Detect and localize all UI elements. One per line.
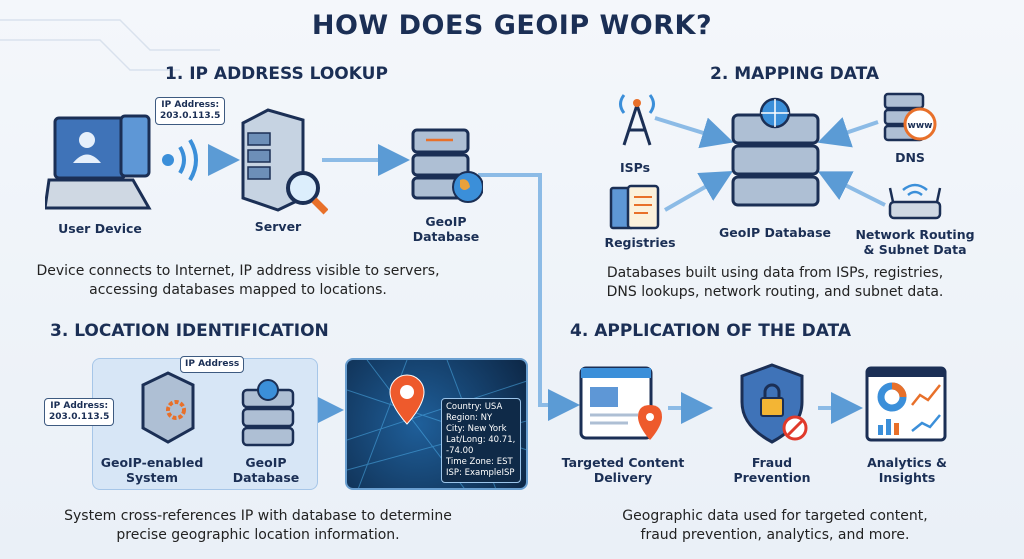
laptop-icon (45, 114, 152, 210)
location-pin-icon (389, 374, 425, 425)
section-2-heading: 2. MAPPING DATA (710, 64, 880, 84)
registries-label: Registries (604, 235, 676, 250)
targeted-content-icon (579, 366, 662, 440)
mapping-geoip-database-label: GeoIP Database (718, 225, 832, 240)
section-4-description: Geographic data used for targeted conten… (622, 508, 928, 543)
section-1-description: Device connects to Internet, IP address … (36, 263, 440, 298)
user-device-label: User Device (58, 221, 142, 236)
registries-document-icon (609, 184, 660, 230)
ip-bubble: IP Address:203.0.113.5 (155, 97, 226, 125)
isps-label: ISPs (619, 160, 651, 175)
central-geoip-database-icon (731, 97, 820, 207)
location-database-icon (241, 379, 295, 447)
ip-address-bubble-top: IP Address (180, 356, 245, 373)
analytics-label: Analytics &Insights (867, 455, 947, 485)
router-icon (888, 183, 942, 220)
analytics-dashboard-icon (865, 366, 947, 442)
section-4-heading: 4. APPLICATION OF THE DATA (570, 321, 851, 341)
network-routing-label: Network Routing& Subnet Data (855, 227, 975, 257)
server-label: Server (254, 219, 302, 234)
wifi-signal-icon (162, 138, 198, 182)
server-icon (241, 108, 328, 215)
dns-label: DNS (895, 150, 925, 165)
page-title: HOW DOES GEOIP WORK? (311, 10, 713, 41)
map-streets (347, 360, 526, 488)
section-3-heading: 3. LOCATION IDENTIFICATION (50, 321, 329, 341)
geoip-system-cube-icon (141, 371, 195, 444)
fraud-prevention-shield-icon (740, 363, 808, 444)
geoip-database-icon (411, 128, 483, 203)
section-3-description: System cross-references IP with database… (64, 508, 452, 543)
ip-address-bubble-left: IP Address:203.0.113.5 (44, 398, 115, 426)
section-1-heading: 1. IP ADDRESS LOOKUP (165, 64, 388, 84)
cell-tower-icon (619, 94, 655, 146)
dns-server-icon: www (883, 92, 937, 142)
section-2-description: Databases built using data from ISPs, re… (606, 265, 944, 300)
www-text: www (908, 121, 933, 131)
